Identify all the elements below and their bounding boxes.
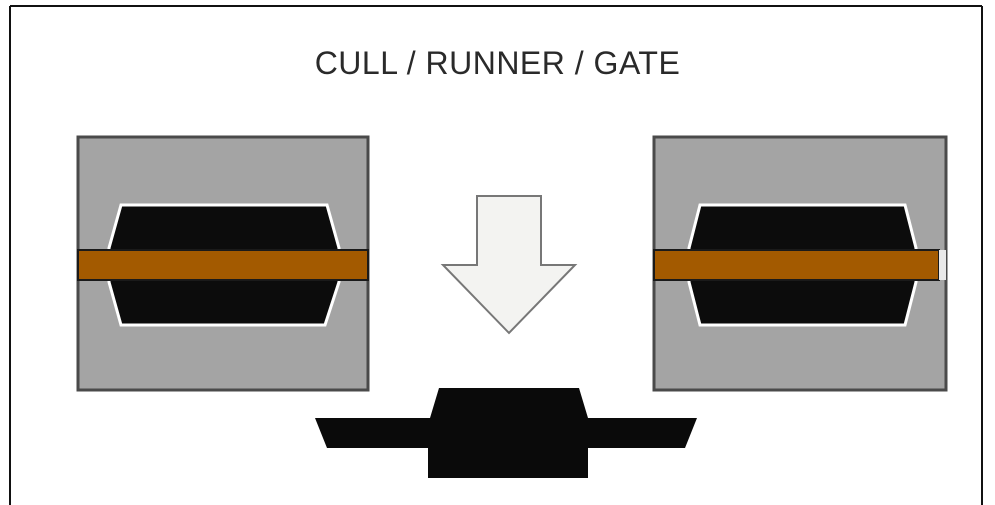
down-arrow-icon — [440, 195, 578, 335]
left-mold-runner — [77, 249, 369, 281]
right-mold-runner — [653, 249, 940, 281]
ejected-part — [315, 388, 697, 478]
diagram-title: CULL / RUNNER / GATE — [314, 45, 681, 81]
right-mold-runner-end — [939, 250, 946, 280]
left-mold — [76, 135, 370, 392]
ejected-part-shape — [315, 388, 697, 478]
right-mold — [652, 135, 948, 392]
frame-lines — [9, 5, 983, 505]
